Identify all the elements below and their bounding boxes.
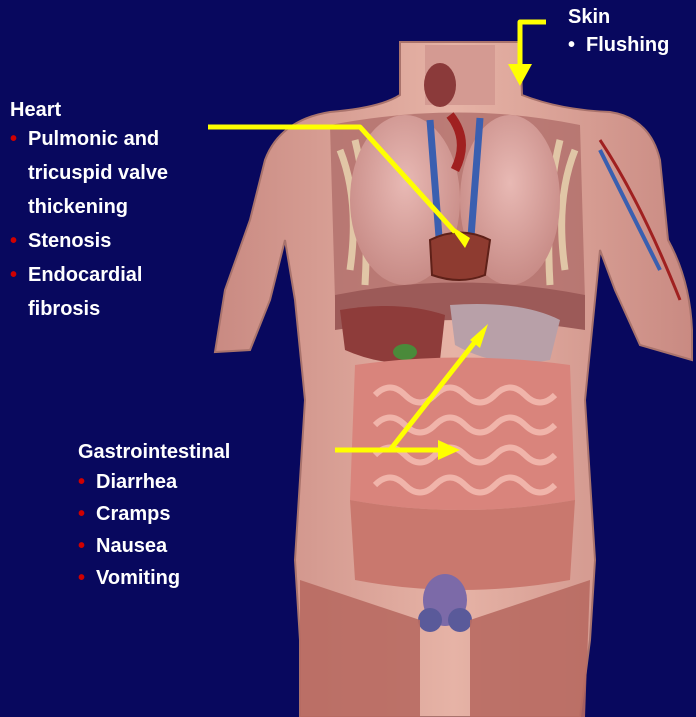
- list-item: •Vomiting: [78, 562, 230, 594]
- bullet-icon: •: [10, 258, 28, 292]
- bullet-icon: •: [10, 224, 28, 258]
- gallbladder: [393, 344, 417, 360]
- skin-label: Skin •Flushing: [568, 5, 669, 61]
- list-item: •Diarrhea: [78, 466, 230, 498]
- heart-title: Heart: [10, 98, 220, 122]
- bullet-icon: •: [10, 122, 28, 156]
- list-item: •Cramps: [78, 498, 230, 530]
- pelvis: [350, 500, 575, 590]
- bullet-icon: •: [78, 562, 96, 594]
- skin-list: •Flushing: [568, 29, 669, 61]
- bullet-icon: •: [78, 530, 96, 562]
- thyroid: [424, 63, 456, 107]
- bullet-icon: •: [78, 466, 96, 498]
- heart-label: Heart •Pulmonic and tricuspid valve thic…: [10, 98, 220, 326]
- gi-title: Gastrointestinal: [78, 440, 230, 464]
- list-item: •Pulmonic and tricuspid valve thickening: [10, 122, 220, 224]
- gi-list: •Diarrhea •Cramps •Nausea •Vomiting: [78, 466, 230, 594]
- list-item: •Flushing: [568, 29, 669, 61]
- list-item: •Nausea: [78, 530, 230, 562]
- skin-title: Skin: [568, 5, 669, 29]
- heart-list: •Pulmonic and tricuspid valve thickening…: [10, 122, 220, 326]
- bullet-icon: •: [568, 29, 586, 61]
- list-item: •Stenosis: [10, 224, 220, 258]
- bullet-icon: •: [78, 498, 96, 530]
- gastrointestinal-label: Gastrointestinal •Diarrhea •Cramps •Naus…: [78, 440, 230, 594]
- list-item: •Endocardial fibrosis: [10, 258, 220, 326]
